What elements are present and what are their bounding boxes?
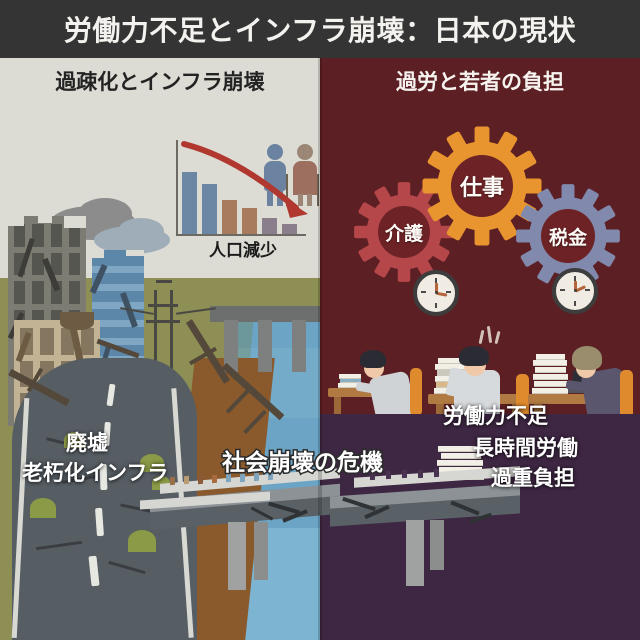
label-ruins: 廃墟 (66, 431, 108, 455)
cloud-icon (118, 218, 164, 244)
title-bar: 労働力不足とインフラ崩壊：日本の現状 (0, 0, 640, 58)
clock-icon (552, 268, 598, 314)
population-decline-chart: 人口減少 (168, 136, 318, 264)
gear-label: 介護 (384, 222, 423, 245)
label-long-hours: 長時間労働 (473, 436, 578, 460)
broken-bridge-icon (330, 466, 520, 586)
declining-arrow-icon (181, 141, 308, 218)
steam-icon (486, 325, 493, 344)
chart-y-axis (176, 140, 178, 236)
elderly-person-icon (292, 144, 319, 206)
paper-stack-icon (532, 354, 568, 394)
label-labor-shortage: 労働力不足 (443, 404, 548, 428)
gear-label: 仕事 (459, 176, 504, 201)
broken-bridge-icon (140, 468, 340, 590)
label-social-collapse-crisis: 社会崩壊の危機 (221, 449, 385, 478)
page-title: 労働力不足とインフラ崩壊：日本の現状 (63, 14, 577, 47)
steam-icon (478, 329, 485, 345)
desk-icon (528, 394, 620, 404)
distant-bridge-pier (258, 320, 272, 372)
chart-bar (262, 218, 277, 234)
chart-caption: 人口減少 (209, 241, 277, 261)
distant-bridge-deck (210, 306, 320, 322)
steam-icon (494, 330, 501, 345)
distant-bridge-pier (292, 320, 306, 372)
chart-bar (242, 208, 257, 234)
office-chair-icon (516, 374, 529, 422)
office-chair-icon (410, 368, 422, 416)
gear-shigoto: 仕事 (420, 124, 544, 248)
label-heavy-burden: 過重負担 (491, 466, 575, 490)
right-panel-heading: 過労と若者の負担 (396, 70, 564, 94)
left-panel-heading: 過疎化とインフラ崩壊 (55, 70, 265, 94)
chart-bar (282, 224, 297, 234)
chart-bar (182, 172, 197, 234)
chart-bar (222, 200, 237, 234)
paper-stack-icon (338, 374, 362, 388)
chart-x-axis (176, 234, 306, 236)
distant-bridge-pier (224, 320, 238, 372)
gear-label: 税金 (548, 226, 587, 249)
left-panel: 人口減少 過疎化とインフラ崩壊 (0, 58, 320, 640)
office-chair-icon (620, 370, 633, 420)
clock-icon (413, 270, 459, 316)
label-aging-infra: 老朽化インフラ (22, 461, 169, 485)
panel-divider (318, 58, 322, 640)
chart-bar (202, 184, 217, 234)
